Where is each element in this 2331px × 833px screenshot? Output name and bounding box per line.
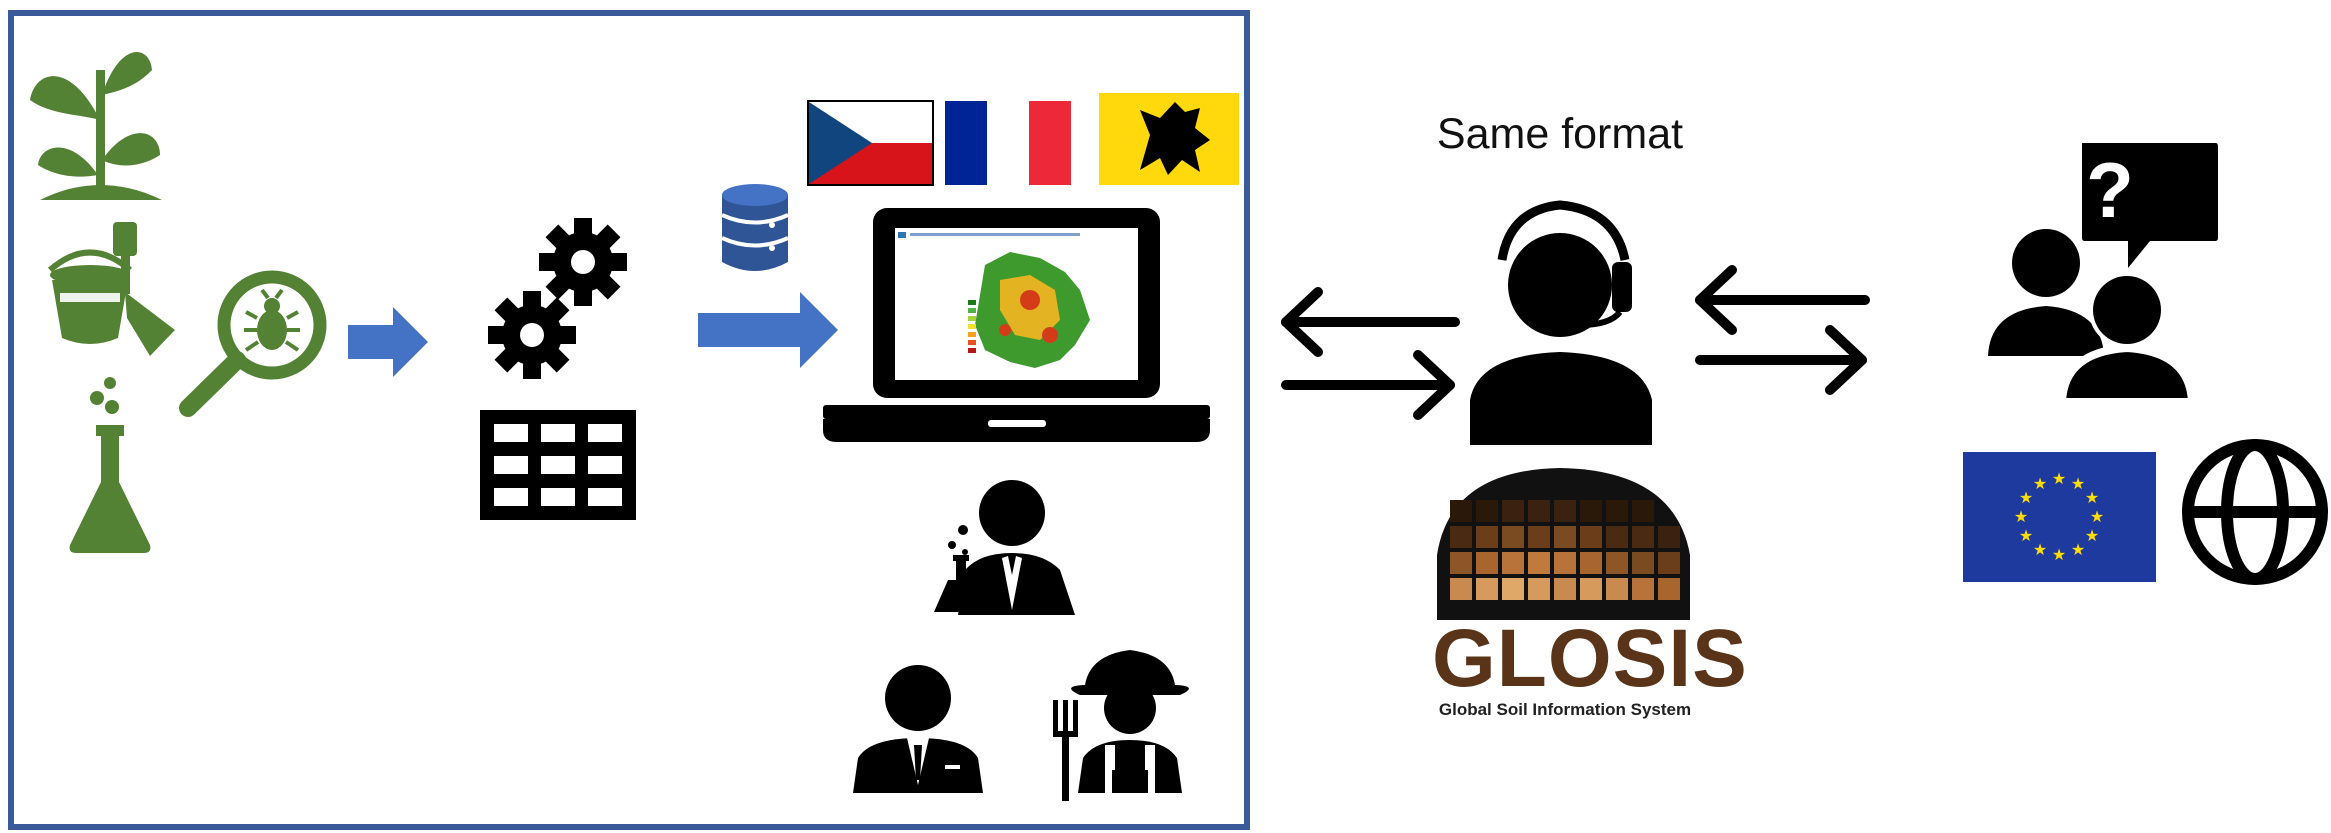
table-grid-icon [480,410,636,520]
support-agent-icon [1470,200,1652,445]
businessman-icon [853,665,983,793]
glosis-title: GLOSIS [1432,613,1748,704]
arrow-right-small [348,307,428,377]
scientist-icon [934,480,1075,615]
arrow-right-large [698,292,838,368]
question-mark: ? [2086,146,2134,234]
svg-text:★: ★ [2033,474,2047,493]
svg-text:★: ★ [2085,488,2099,507]
svg-text:★: ★ [2052,545,2066,564]
farmer-icon [1053,650,1189,801]
svg-text:★: ★ [2019,526,2033,545]
users-question-icon [1988,143,2218,406]
glosis-logo-icon [1437,468,1690,620]
globe-icon [2182,439,2328,585]
svg-text:★: ★ [2019,488,2033,507]
bug-magnifier-icon [179,270,327,417]
bucket-shovel-icon [48,222,175,356]
svg-text:★: ★ [2052,469,2066,488]
gears-icon [488,218,627,379]
svg-text:★: ★ [2071,474,2085,493]
svg-text:★: ★ [2085,526,2099,545]
eu-flag-icon: ★ ★ ★ ★ ★ ★ ★ ★ ★ ★ ★ ★ [1963,452,2156,582]
exchange-arrows-icon-right [1695,265,1870,395]
laptop-map-icon [823,208,1210,442]
database-icon [721,184,789,271]
svg-text:★: ★ [2071,540,2085,559]
flag-france-icon [945,101,1071,185]
flask-icon [69,377,151,553]
flag-czech-icon [807,100,934,186]
svg-text:★: ★ [2033,540,2047,559]
exchange-arrows-icon [1281,287,1460,420]
svg-text:★: ★ [2090,507,2104,526]
svg-text:★: ★ [2014,507,2028,526]
glosis-subtitle: Global Soil Information System [1438,700,1692,719]
data-collection-frame [8,10,1250,830]
flag-flanders-icon [1099,93,1239,185]
same-format-label: Same format [1436,110,1684,158]
plant-icon [30,52,162,200]
